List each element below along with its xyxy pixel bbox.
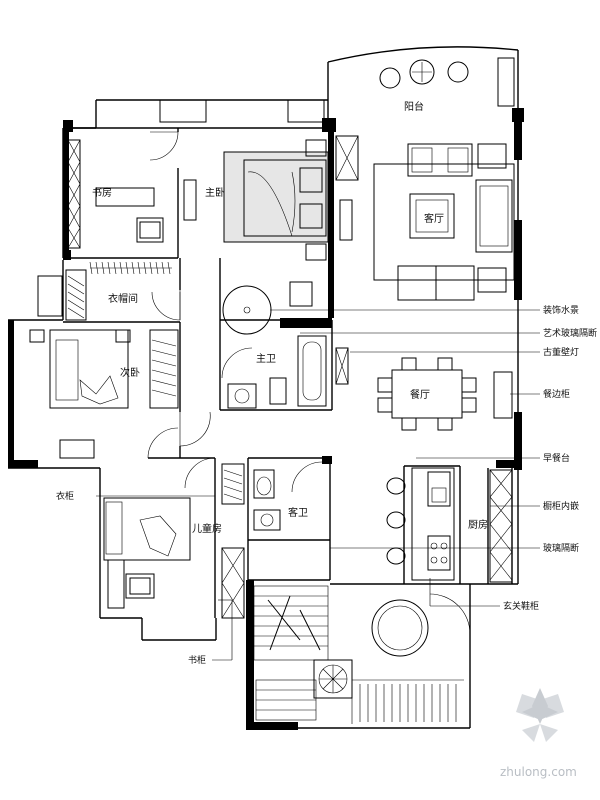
interior-walls <box>63 128 513 618</box>
label-master-bedroom: 主卧 <box>205 186 225 199</box>
annotation-cabinet-inset: 橱柜内嵌 <box>543 500 579 512</box>
label-bedroom-left: 次卧 <box>120 366 140 379</box>
label-balcony: 阳台 <box>404 100 424 113</box>
label-dining-room: 餐厅 <box>410 388 430 401</box>
annotation-wall-lamp: 古董壁灯 <box>543 346 579 358</box>
annotation-bookcase: 书柜 <box>188 654 206 666</box>
label-living-room: 客厅 <box>424 212 444 225</box>
watermark-logo <box>516 688 564 742</box>
leader-lines <box>96 309 540 661</box>
label-cloakroom: 衣帽间 <box>108 292 138 305</box>
annotation-sideboard: 餐边柜 <box>543 388 570 400</box>
label-kitchen: 厨房 <box>468 518 488 531</box>
wardrobes <box>65 57 515 619</box>
annotations: 装饰水景 艺术玻璃隔断 古董壁灯 餐边柜 早餐台 橱柜内嵌 玻璃隔断 玄关鞋柜 … <box>56 304 597 666</box>
label-study: 书房 <box>92 186 112 199</box>
room-labels: 书房 主卧 衣帽间 次卧 儿童房 主卫 客卫 客厅 餐厅 厨房 阳台 <box>92 100 488 535</box>
annotation-water-feature: 装饰水景 <box>543 304 579 316</box>
label-bedroom-bottom: 儿童房 <box>192 522 222 535</box>
annotation-breakfast-bar: 早餐台 <box>543 452 570 464</box>
furniture <box>29 59 515 724</box>
label-guest-bath: 客卫 <box>288 506 308 519</box>
watermark: zhulong.com <box>500 688 577 779</box>
annotation-shoe-cabinet: 玄关鞋柜 <box>503 600 539 612</box>
watermark-text: zhulong.com <box>500 765 577 779</box>
label-master-bath: 主卫 <box>256 353 276 365</box>
annotation-art-glass: 艺术玻璃隔断 <box>543 327 597 339</box>
annotation-glass-partition: 玻璃隔断 <box>543 542 579 554</box>
exterior-walls <box>8 46 524 730</box>
annotation-wardrobe: 衣柜 <box>56 490 74 502</box>
doors <box>147 131 471 635</box>
